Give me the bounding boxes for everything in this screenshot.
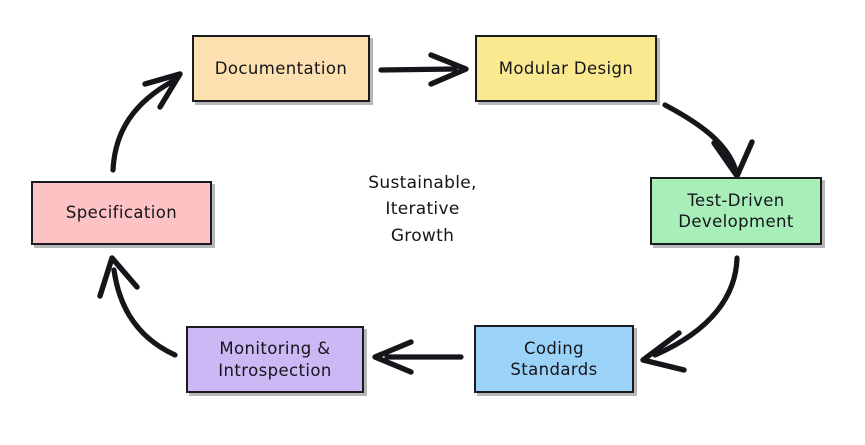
edge-modular-to-tdd: [662, 102, 755, 179]
node-test-driven-development-label: Test-Driven Development: [672, 190, 799, 232]
node-modular-design[interactable]: Modular Design: [475, 35, 657, 102]
node-documentation-label: Documentation: [214, 58, 348, 78]
edge-monitoring-to-specification: [97, 255, 178, 358]
edge-tdd-to-coding: [640, 255, 740, 373]
node-documentation[interactable]: Documentation: [192, 35, 370, 102]
center-label: Sustainable, Iterative Growth: [335, 170, 510, 249]
node-coding-line-2: Standards: [510, 360, 598, 379]
center-label-line-1: Sustainable,: [368, 173, 477, 193]
edge-coding-to-monitoring: [372, 339, 464, 375]
node-test-driven-development[interactable]: Test-Driven Development: [650, 177, 822, 245]
node-specification[interactable]: Specification: [31, 181, 212, 245]
edge-specification-to-documentation: [110, 71, 183, 173]
node-modular-design-label: Modular Design: [498, 58, 634, 78]
node-specification-label: Specification: [65, 203, 178, 223]
center-label-line-2: Iterative: [385, 199, 460, 220]
node-monitoring-introspection[interactable]: Monitoring & Introspection: [186, 326, 364, 393]
node-monitoring-introspection-label: Monitoring & Introspection: [212, 338, 337, 380]
center-label-line-3: Growth: [390, 225, 455, 246]
node-coding-standards[interactable]: Coding Standards: [474, 325, 634, 393]
node-tdd-line-1: Test-Driven: [687, 190, 785, 210]
edge-documentation-to-modular: [378, 52, 469, 87]
node-tdd-line-2: Development: [678, 212, 794, 231]
node-monitoring-line-1: Monitoring &: [219, 339, 331, 359]
node-coding-line-1: Coding: [523, 338, 584, 358]
node-coding-standards-label: Coding Standards: [504, 338, 603, 380]
node-monitoring-line-2: Introspection: [218, 360, 332, 380]
